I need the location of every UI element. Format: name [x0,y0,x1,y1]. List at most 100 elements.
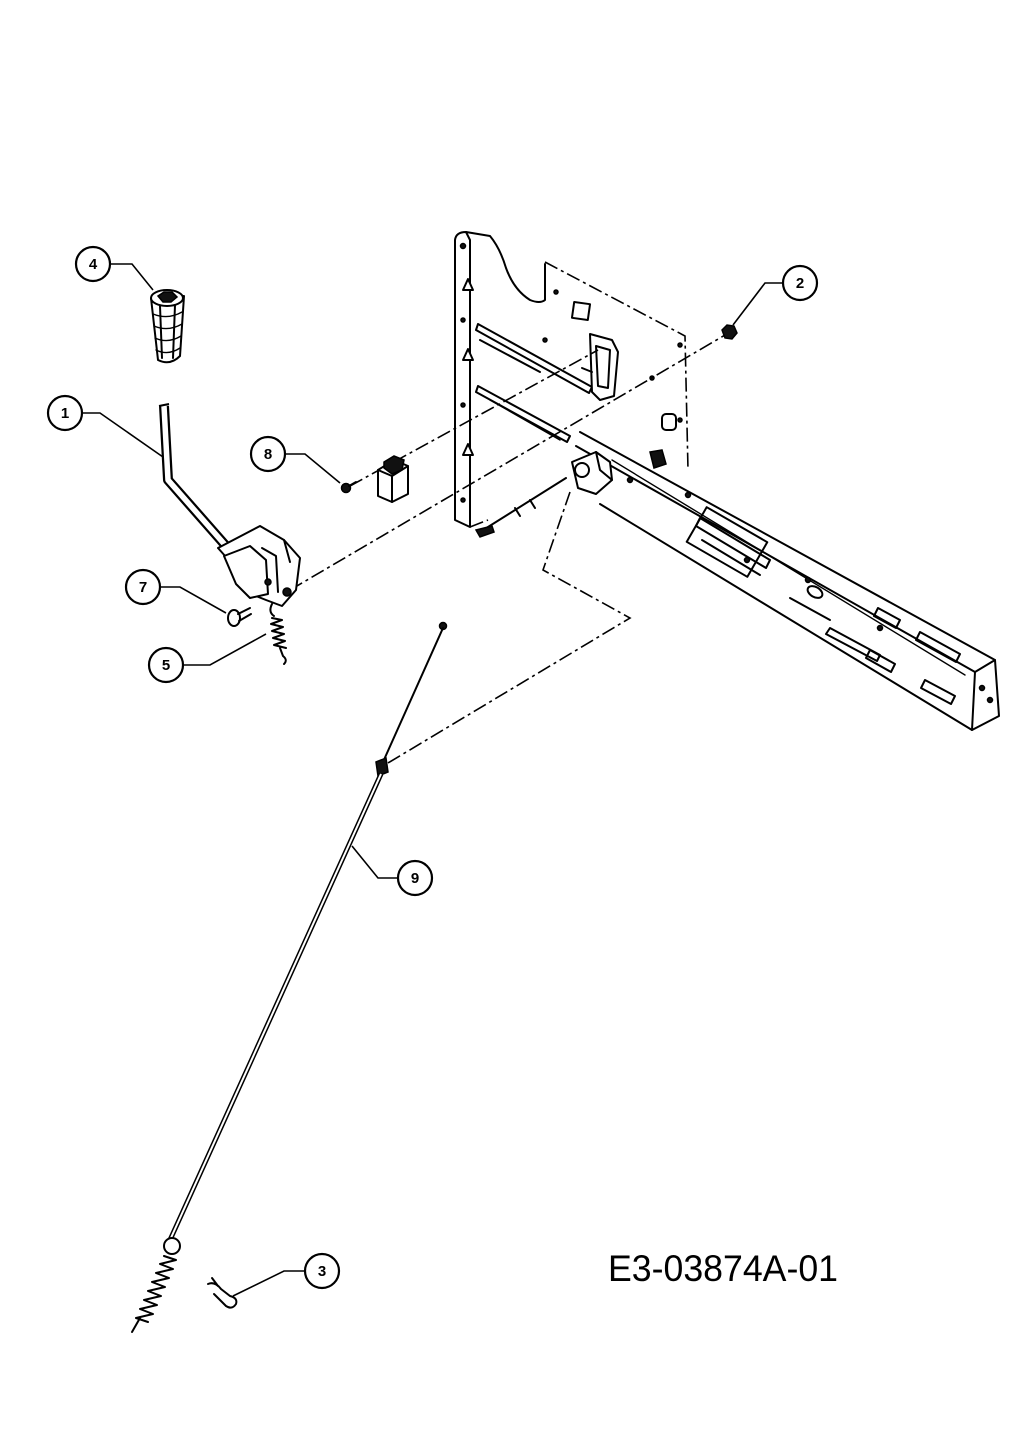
part-1-lever [158,403,301,607]
beam-hole [978,684,986,692]
plate-slot [475,385,571,443]
callout-circle [781,264,819,302]
callout-circle [249,435,287,473]
callout-leader [351,845,398,879]
lever-rod-tip [158,403,170,407]
plate-bracket [589,333,619,401]
lever-plate-flange [261,539,291,593]
callout-circle [46,394,84,432]
beam-bottom-edge [599,503,973,731]
frame-plate [454,231,689,528]
part-3-clip [207,1277,238,1309]
beam-slot [873,607,901,629]
plate-left-edge [454,231,471,528]
cable-spring-coil [135,1255,177,1323]
callout-4: 4 [74,245,154,291]
callout-label: 9 [411,870,419,887]
callout-leader [232,1270,305,1297]
beam-cable-bracket [571,451,613,495]
callout-leader [732,282,783,326]
cable-inner-wire [382,627,444,763]
cable-ferrule [375,756,389,778]
callout-leader [285,453,341,484]
part-5-spring [269,603,287,665]
part-8-bolt [340,481,357,494]
beam-top-edge [579,431,996,661]
callout-label: 2 [796,275,804,292]
bolt-shank [237,607,252,622]
plate-bracket-edge [581,367,593,373]
plate-slot [489,399,561,441]
spring-hook [279,647,287,665]
callout-leader [160,586,227,614]
plate-top-edge [465,231,546,303]
clip-body [207,1277,238,1309]
plate-slot-triangle [462,278,474,291]
beam-slot [789,597,831,621]
callout-leader [110,263,154,291]
plate-square-hole [570,300,592,322]
knob-side [159,304,176,359]
knob-hex [156,291,179,303]
lever-hole [264,578,272,586]
beam-slot [915,631,961,663]
lever-pivot [282,587,292,597]
callout-8: 8 [249,435,341,484]
beam-hole [626,476,634,484]
beam-box [685,506,769,578]
beam-slot [701,539,761,576]
beam-hole [684,491,692,499]
callout-1: 1 [46,394,164,458]
plate-rounded-hole [661,413,677,431]
assembly-line-bolt-to-plate [349,349,599,487]
beam-web-line [611,459,966,676]
control-rod-end [474,525,495,538]
plate-hole [542,337,548,343]
callout-3: 3 [232,1252,341,1297]
callout-2: 2 [732,264,819,326]
cable-ring [163,1237,181,1255]
beam-slot [825,627,881,662]
plate-hole [460,497,466,503]
nut-hex [721,324,738,340]
plate-fitting [649,449,667,469]
callout-label: 8 [264,446,272,463]
plate-hole [553,289,559,295]
plate-hole [460,317,466,323]
part-9-cable [131,621,448,1333]
callout-circle [303,1252,341,1290]
cable-end-tip [131,1317,141,1333]
beam-bracket-flange [595,451,613,481]
plate-hole [677,417,683,423]
beam-hole [806,585,824,599]
callout-label: 3 [318,1263,326,1280]
assembly-line-cable-to-bracket [382,491,632,767]
block-top [383,455,405,475]
beam-slot [865,649,896,673]
beam-hole [876,624,884,632]
callout-label: 4 [89,256,98,273]
spring-hook [269,603,275,617]
frame-beam [474,431,1000,731]
plate-bottom-hidden-edge [469,519,489,528]
callout-circle [124,568,162,606]
callout-5: 5 [147,633,267,684]
plate-bracket-inner [595,345,611,389]
plate-hole [677,342,683,348]
callout-label: 1 [61,405,69,422]
callout-label: 5 [162,657,170,674]
part-7-bolt [227,607,252,627]
assembly-line-lever-to-nut [289,334,726,591]
beam-end [971,659,1000,731]
block-bushing [377,455,409,503]
callout-circle [74,245,112,283]
beam-hole [804,576,812,584]
beam-slot [920,679,956,705]
callout-leader [183,633,267,666]
callout-7: 7 [124,568,227,614]
spring-coil [270,617,287,649]
callout-leader [82,412,164,458]
control-rod [479,477,567,533]
callout-label: 7 [139,579,147,596]
